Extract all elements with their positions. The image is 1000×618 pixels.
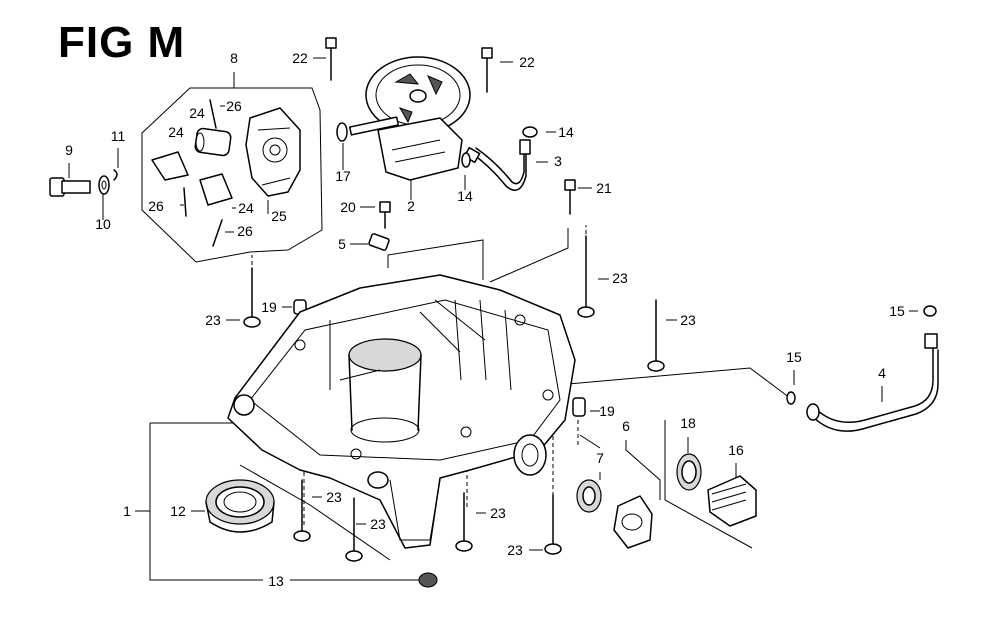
callout-2: 2: [407, 198, 415, 214]
callout-23: 23: [490, 505, 506, 521]
callout-14: 14: [558, 124, 574, 140]
callout-8: 8: [230, 50, 238, 66]
figure-title: FIG M: [58, 18, 186, 67]
callout-9: 9: [65, 142, 73, 158]
callout-19: 19: [261, 299, 277, 315]
shaft-bolt-9: [49, 169, 118, 197]
callout-24: 24: [238, 200, 254, 216]
callout-16: 16: [728, 442, 744, 458]
callout-23: 23: [205, 312, 221, 328]
callout-23: 23: [326, 489, 342, 505]
callout-23: 23: [507, 542, 523, 558]
callout-24: 24: [168, 124, 184, 140]
callout-10: 10: [95, 216, 111, 232]
callout-22: 22: [519, 54, 535, 70]
callout-4: 4: [878, 365, 886, 381]
callout-23: 23: [370, 516, 386, 532]
callout-12: 12: [170, 503, 186, 519]
callout-23: 23: [612, 270, 628, 286]
callout-14: 14: [457, 188, 473, 204]
callout-7: 7: [596, 450, 604, 466]
callout-19: 19: [599, 403, 615, 419]
callout-26: 26: [148, 198, 164, 214]
callout-15: 15: [786, 349, 802, 365]
oil-pump-assembly: [348, 56, 471, 181]
callout-24: 24: [189, 105, 205, 121]
callout-20: 20: [340, 199, 356, 215]
callout-15: 15: [889, 303, 905, 319]
callout-13: 13: [268, 573, 284, 589]
callout-17: 17: [335, 168, 351, 184]
callout-1: 1: [123, 503, 131, 519]
callout-26: 26: [237, 223, 253, 239]
callout-11: 11: [111, 128, 126, 144]
callout-26: 26: [226, 98, 242, 114]
oil-seal-12: [205, 479, 275, 533]
flange-bolts-23: [243, 235, 665, 562]
governor-assembly: [151, 99, 301, 247]
plug-13: [418, 572, 438, 588]
drain-components: [576, 453, 757, 549]
callout-23: 23: [680, 312, 696, 328]
callout-3: 3: [554, 153, 562, 169]
callout-6: 6: [622, 418, 630, 434]
callout-22: 22: [292, 50, 308, 66]
crankcase-cover-1: [227, 274, 576, 549]
callout-18: 18: [680, 415, 696, 431]
oil-pipe-4: [806, 333, 939, 432]
callout-25: 25: [271, 208, 287, 224]
oil-pipe-3: [463, 139, 531, 191]
callout-5: 5: [338, 236, 346, 252]
callout-21: 21: [596, 180, 612, 196]
